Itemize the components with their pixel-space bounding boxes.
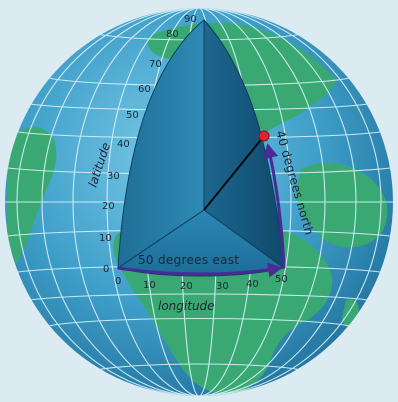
lon-tick-40: 40 xyxy=(246,279,259,290)
lat-tick-90: 90 xyxy=(184,14,197,25)
lat-tick-70: 70 xyxy=(149,59,162,70)
north-arrow xyxy=(263,143,286,269)
lon-tick-0: 0 xyxy=(115,276,121,287)
wedge xyxy=(116,18,286,277)
lat-tick-30: 30 xyxy=(107,171,120,182)
lon-tick-30: 30 xyxy=(216,281,229,292)
lat-tick-0: 0 xyxy=(103,264,109,275)
lat-tick-40: 40 xyxy=(117,139,130,150)
wedge-left-face xyxy=(117,18,205,269)
east-arrow xyxy=(117,262,283,278)
location-point xyxy=(258,130,270,142)
lon-tick-10: 10 xyxy=(143,280,156,291)
longitude-title: longitude xyxy=(158,299,215,313)
east-label: 50 degrees east xyxy=(138,253,239,267)
land-south-america xyxy=(5,295,38,370)
lat-tick-60: 60 xyxy=(138,84,151,95)
lon-tick-50: 50 xyxy=(275,274,288,285)
lon-tick-20: 20 xyxy=(180,281,193,292)
lat-tick-10: 10 xyxy=(99,233,112,244)
lat-tick-50: 50 xyxy=(126,110,139,121)
radius-line xyxy=(203,135,265,211)
lat-tick-80: 80 xyxy=(166,29,179,40)
lat-tick-20: 20 xyxy=(102,201,115,212)
land-arabia xyxy=(296,163,388,248)
